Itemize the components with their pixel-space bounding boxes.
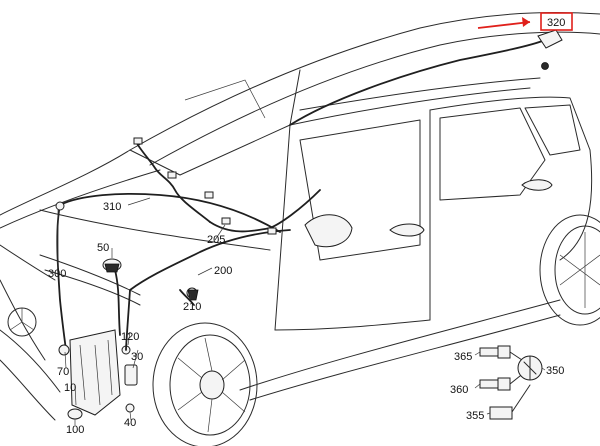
nozzle-and-clips: [55, 29, 563, 356]
label-365: 365: [454, 351, 472, 363]
label-30: 30: [131, 351, 143, 363]
front-wheel: [152, 322, 258, 446]
label-70: 70: [57, 366, 69, 378]
label-10: 10: [64, 382, 76, 394]
label-320: 320: [547, 17, 565, 29]
washer-reservoir: [67, 258, 138, 420]
leader-lines: [57, 197, 546, 425]
label-355: 355: [466, 410, 484, 422]
label-40: 40: [124, 417, 136, 429]
label-360: 360: [450, 384, 468, 396]
callout-labels: 320 310 300 205 200 210 50 70 120 30 10 …: [48, 17, 565, 436]
label-300: 300: [48, 268, 66, 280]
label-310: 310: [103, 201, 121, 213]
highlight-arrow: [477, 12, 573, 31]
label-200: 200: [214, 265, 232, 277]
label-350: 350: [546, 365, 564, 377]
label-205: 205: [207, 234, 225, 246]
label-100: 100: [66, 424, 84, 436]
label-120: 120: [121, 331, 139, 343]
label-50: 50: [97, 242, 109, 254]
parts-cluster-350: [479, 345, 543, 420]
rear-wheel: [539, 214, 600, 326]
hose-200-320: [129, 39, 546, 306]
label-210: 210: [183, 301, 201, 313]
hose-310-300: [56, 139, 281, 351]
